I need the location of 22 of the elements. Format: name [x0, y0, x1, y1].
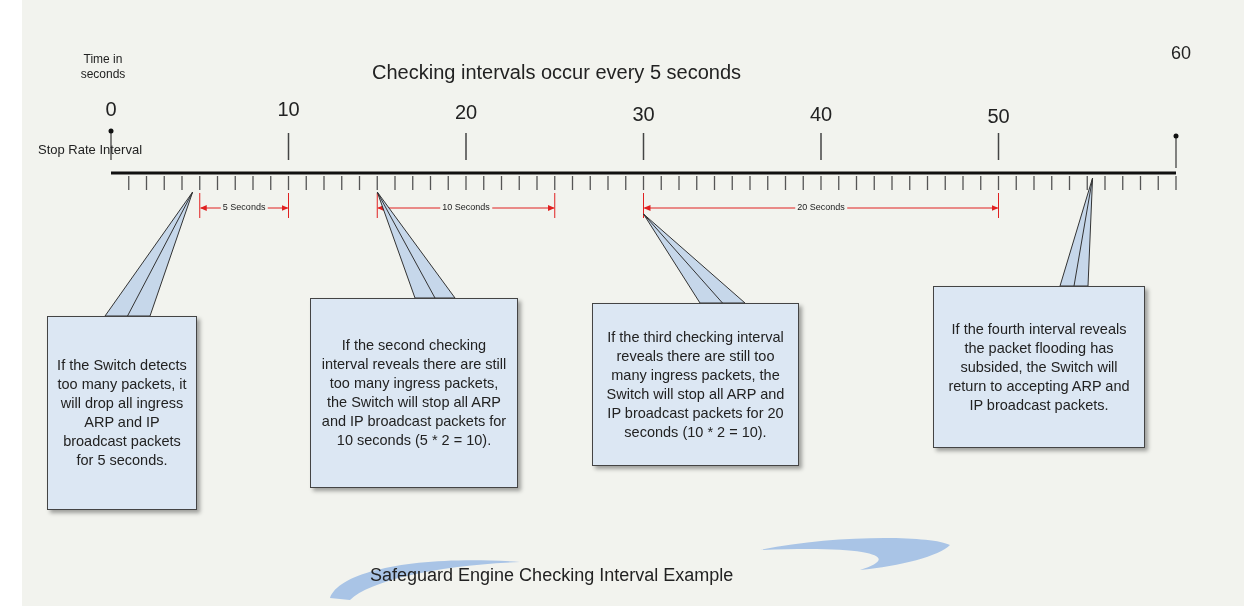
callout-box [933, 286, 1145, 448]
tick-label: 30 [632, 102, 655, 127]
callout-text: If the third checking interval reveals there are still too many ingress packets, the Switch will stop all ARP and IP broadcast packets for 20 seconds (10 * 2 = 10). [605, 327, 786, 442]
callout-box [310, 298, 518, 488]
callout-text: If the Switch detects too many packets, it will drop all ingress ARP and IP broadcast packets for 5 seconds. [56, 356, 188, 470]
caption: Safeguard Engine Checking Interval Example [370, 564, 734, 587]
tick-label: 50 [987, 104, 1010, 129]
tick-label: 0 [105, 97, 117, 122]
tick-label: 40 [809, 102, 833, 127]
callout-box [592, 303, 799, 466]
tick-label: 20 [454, 100, 478, 125]
marker-label: Stop Rate Interval [37, 141, 143, 159]
callout-box [47, 316, 197, 510]
leader-line [376, 191, 436, 299]
leader-line [127, 191, 194, 317]
callout-text: If the fourth interval reveals the packet flooding has subsided, the Switch will return to accepting ARP and IP broadcast packets. [947, 319, 1131, 415]
tick-label: 60 [1171, 42, 1191, 65]
callout-text: If the second checking interval reveals there are still too many ingress packets, the Switch will stop all ARP and IP broadcast packets for 10 seconds (5 * 2 = 10). [320, 336, 508, 450]
leader-line [1073, 177, 1094, 287]
axis-label: Time in seconds [79, 52, 127, 82]
title: Checking intervals occur every 5 seconds [372, 60, 742, 85]
tick-label: 10 [277, 97, 300, 122]
